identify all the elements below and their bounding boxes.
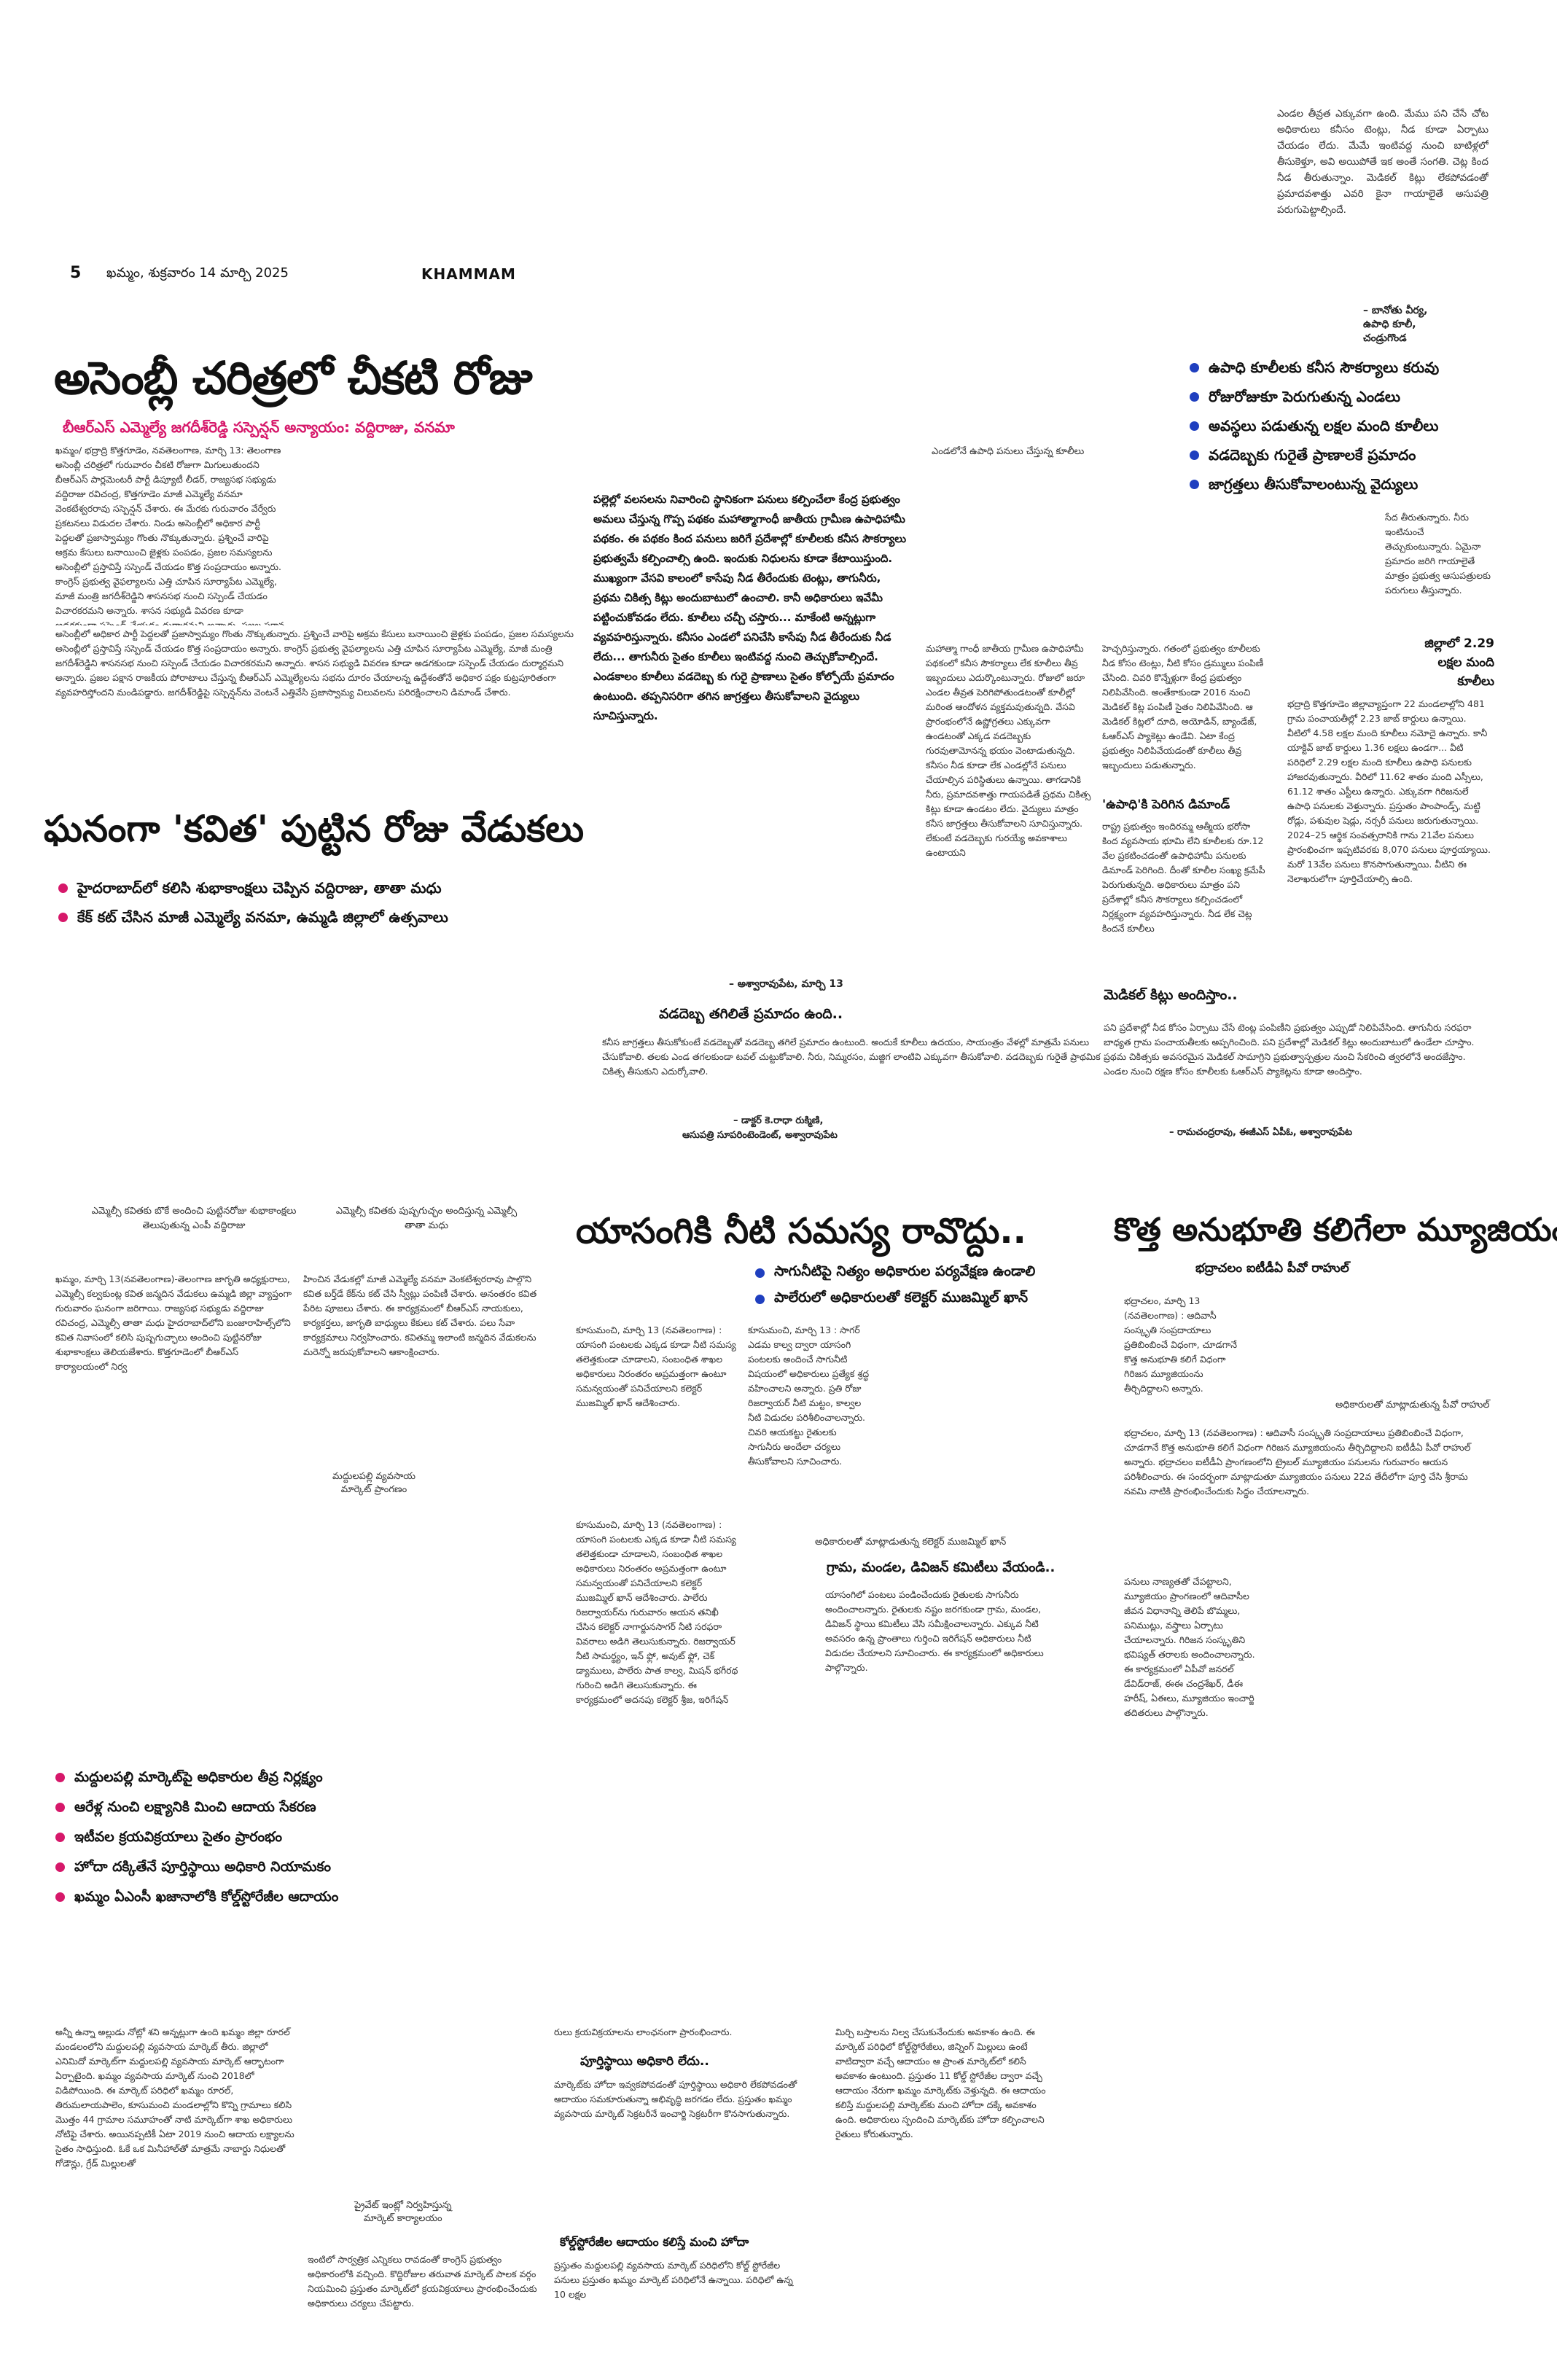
bullet-dot-icon <box>55 1833 65 1842</box>
yasangi-photo-caption: అధికారులతో మాట్లాడుతున్న కలెక్టర్ ముజమ్మ… <box>815 1537 1007 1548</box>
market-col3: మిర్చి బస్తాలను నిల్వ చేసుకునేందుకు అవకా… <box>835 2026 1046 2139</box>
upadhi-highlight: వడదెబ్బకు గురైతే ప్రాణాలకే ప్రమాదం <box>1190 440 1439 469</box>
lead-body-continuation: అసెంబ్లీలో అధికార పార్టీ పెద్దలతో ప్రజాస… <box>55 628 574 698</box>
museum-subhead: భద్రాచలం ఐటీడీఏ పీవో రాహుల్ <box>1195 1261 1349 1276</box>
yasangi-highlights: సాగునీటిపై నిత్యం అధికారుల పర్యవేక్షణ ఉం… <box>755 1258 1035 1311</box>
upadhi-right-small: సేద తీరుతున్నారు. నీరు ఇంటినుంచే తెచ్చుక… <box>1385 512 1491 596</box>
market-highlight: ఖమ్మం ఏఎంసీ ఖజానాలోకి కోల్డ్‌స్టోరేజీల ఆ… <box>55 1882 338 1912</box>
vadadebba-sig-name: – డాక్టర్ కె.రాధా రుక్మిణి, <box>733 1115 824 1126</box>
kavitha-body-col1: ఖమ్మం, మార్చి 13(నవతెలంగాణ)-తెలంగాణ జాగృ… <box>55 1273 292 1372</box>
bullet-dot-icon <box>755 1268 765 1278</box>
upadhi-highlight: అవస్థలు పడుతున్న లక్షల మంది కూలీలు <box>1190 411 1439 440</box>
kavitha-headline: ఘనంగా 'కవిత' పుట్టిన రోజు వేడుకలు <box>44 808 585 850</box>
museum-photo-caption: అధికారులతో మాట్లాడుతున్న పీవో రాహుల్ <box>1335 1400 1490 1411</box>
museum-body-col1: భద్రాచలం, మార్చి 13 (నవతెలంగాణ) : ఆదివాస… <box>1124 1295 1237 1394</box>
kavitha-highlight: కేక్ కట్ చేసిన మాజీ ఎమ్మెల్యే వనమా, ఉమ్మ… <box>58 902 448 932</box>
upadhi-right-col: భద్రాద్రి కొత్తగూడెం జిల్లావ్యాప్తంగా 22… <box>1287 698 1491 884</box>
medikal-signature: – రామచంద్రరావు, ఈజీఎస్ ఏపీఓ, అశ్వారావుపే… <box>1169 1127 1353 1138</box>
bullet-dot-icon <box>1190 363 1199 372</box>
upadhi-intro: పల్లెల్లో వలసలను నివారించి స్థానికంగా పన… <box>593 493 907 722</box>
bullet-dot-icon <box>1190 392 1199 402</box>
edition-name: KHAMMAM <box>421 265 516 283</box>
vadadebba-body: కనీస జాగ్రత్తలు తీసుకోకుంటే వడదెబ్బతో వడ… <box>602 1037 1101 1077</box>
yasangi-col1: కూసుమంచి, మార్చి 13 (నవతెలంగాణ) : యాసంగి… <box>576 1324 736 1408</box>
market-col1b: ఇంటిలో సార్వత్రిక ఎన్నికలు రావడంతో కాంగ్… <box>308 2254 537 2309</box>
lead-headline: అసెంబ్లీ చరిత్రలో చీకటి రోజు <box>54 351 533 405</box>
museum-body: భద్రాచలం, మార్చి 13 (నవతెలంగాణ) : ఆదివాస… <box>1124 1427 1471 1497</box>
yasangi-body-intro: కూసుమంచి, మార్చి 13 : సాగర్ ఎడమ కాల్వ ద్… <box>748 1324 870 1467</box>
market-highlight: ఇటీవల క్రయవిక్రయాలు సైతం ప్రారంభం <box>55 1822 338 1852</box>
upadhi-highlight: రోజురోజుకూ పెరుగుతున్న ఎండలు <box>1190 382 1439 411</box>
market-col2-pre: రులు క్రయవిక్రయాలను లాంఛనంగా ప్రారంభించా… <box>554 2026 733 2037</box>
bullet-dot-icon <box>55 1892 65 1902</box>
bullet-dot-icon <box>55 1862 65 1872</box>
yasangi-highlight: పాలేరులో అధికారులతో కలెక్టర్ ముజమ్మిల్ ఖ… <box>755 1284 1035 1311</box>
lead-subheadline: బీఆర్ఎస్ ఎమ్మెల్యే జగదీశ్‌రెడ్డి సస్పెన్… <box>63 418 455 436</box>
market-col2: మార్కెట్‌కు హోదా ఇవ్వకపోవడంతో పూర్తిస్థా… <box>554 2079 797 2119</box>
kavitha-photo-caption-left: ఎమ్మెల్సీ కవితకు బొకే అందించి పుట్టినరోజ… <box>91 1206 297 1231</box>
bullet-dot-icon <box>1190 450 1199 460</box>
market-highlight: ఆరేళ్ల నుంచి లక్ష్యానికి మించి ఆదాయ సేకర… <box>55 1792 338 1822</box>
yasangi-highlight: సాగునీటిపై నిత్యం అధికారుల పర్యవేక్షణ ఉం… <box>755 1258 1035 1284</box>
vadadebba-sig-title: ఆసుపత్రి సూపరింటెండెంట్, అశ్వారావుపేట <box>682 1130 838 1141</box>
bullet-dot-icon <box>55 1773 65 1782</box>
yasangi-body: కూసుమంచి, మార్చి 13 (నవతెలంగాణ) : యాసంగి… <box>576 1519 738 1705</box>
upadhi-photo-caption: ఎండలోనే ఉపాధి పనులు చేస్తున్న కూలీలు <box>932 446 1085 457</box>
page-number: 5 <box>70 264 82 282</box>
market-highlight: మద్దులపల్లి మార్కెట్‌పై అధికారుల తీవ్ర న… <box>55 1763 338 1792</box>
yasangi-body3: యాసంగిలో పంటలు పండించేందుకు రైతులకు సాగు… <box>825 1589 1044 1673</box>
kavitha-highlight: హైదరాబాద్‌లో కలిసి శుభాకాంక్షలు చెప్పిన … <box>58 873 448 902</box>
market-subhead-officer: పూర్తిస్థాయి అధికారి లేదు.. <box>580 2054 709 2069</box>
upadhi-col2b: రాష్ట్ర ప్రభుత్వం ఇందిరమ్మ ఆత్మీయ భరోసా … <box>1102 821 1265 934</box>
bullet-dot-icon <box>55 1803 65 1812</box>
upadhi-col2: హెచ్చరిస్తున్నారు. గతంలో ప్రభుత్వం కూలీల… <box>1102 643 1264 770</box>
bullet-dot-icon <box>58 913 68 922</box>
bullet-dot-icon <box>755 1295 765 1304</box>
market-col2b: ప్రస్తుతం మద్దులపల్లి వ్యవసాయ మార్కెట్ ప… <box>554 2260 793 2300</box>
market-subhead-cold-storage: కోల్డ్‌స్టోరేజీల ఆదాయం కలిస్తే మంచి హోదా <box>560 2235 749 2249</box>
bullet-dot-icon <box>1190 421 1199 431</box>
upadhi-dateline: – అశ్వారావుపేట, మార్చి 13 <box>729 978 843 990</box>
yasangi-headline: యాసంగికి నీటి సమస్య రావొద్దు.. <box>576 1211 1026 1252</box>
kavitha-body-col2: హించిన వేడుకల్లో మాజీ ఎమ్మెల్యే వనమా వెం… <box>303 1273 537 1357</box>
lead-body-col1: ఖమ్మం/ భద్రాద్రి కొత్తగూడెం, నవతెలంగాణ, … <box>55 445 285 625</box>
kavitha-photo-caption-right: ఎమ్మెల్సీ కవితకు పుష్పగుచ్ఛం అందిస్తున్న… <box>335 1206 518 1231</box>
bullet-dot-icon <box>1190 480 1199 489</box>
museum-body-col2: పనులు నాణ్యతతో చేపట్టాలని, మ్యూజియం ప్రా… <box>1124 1576 1255 1718</box>
yasangi-subhead: గ్రామ, మండల, డివిజన్ కమిటీలు వేయండి.. <box>827 1560 1055 1575</box>
upadhi-col1: మహాత్మా గాంధీ జాతీయ గ్రామీణ ఉపాధిహామీ పథ… <box>926 643 1091 858</box>
page-date: ఖమ్మం, శుక్రవారం 14 మార్చి 2025 <box>106 265 289 281</box>
upadhi-subhead-demand: 'ఉపాధి'కి పెరిగిన డిమాండ్ <box>1102 797 1230 812</box>
kavitha-highlights: హైదరాబాద్‌లో కలిసి శుభాకాంక్షలు చెప్పిన … <box>58 873 448 932</box>
bullet-dot-icon <box>58 883 68 893</box>
market-col1: అన్నీ ఉన్నా అల్లుడు నోట్లో శని అన్నట్లుగ… <box>55 2026 294 2169</box>
farmer-quote: ఎండల తీవ్రత ఎక్కువగా ఉంది. మేము పని చేసే… <box>1277 108 1488 216</box>
medikal-subhead: మెడికల్ కిట్లు అందిస్తాం.. <box>1104 987 1238 1003</box>
medikal-body: పని ప్రదేశాల్లో నీడ కోసం ఏర్పాటు చేసే టె… <box>1104 1022 1475 1077</box>
upadhi-highlight: ఉపాధి కూలీలకు కనీస సౌకర్యాలు కరువు <box>1190 353 1439 382</box>
upadhi-highlights: ఉపాధి కూలీలకు కనీస సౌకర్యాలు కరువు రోజుర… <box>1190 353 1439 499</box>
market-highlights: మద్దులపల్లి మార్కెట్‌పై అధికారుల తీవ్ర న… <box>55 1763 338 1912</box>
museum-headline: కొత్త అనుభూతి కలిగేలా మ్యూజియం <box>1114 1212 1557 1249</box>
market-highlight: హోదా దక్కితేనే పూర్తిస్థాయి అధికారి నియా… <box>55 1852 338 1882</box>
upadhi-stat: జిల్లాలో 2.29 లక్షల మంది కూలీలు <box>1424 636 1494 689</box>
quote-signature: – బానోతు వీర్య,ఉపాధి కూలీ,చండ్రుగొండ <box>1363 305 1428 344</box>
vadadebba-subhead: వడదెబ్బ తగిలితే ప్రమాదం ఉంది.. <box>659 1006 843 1022</box>
upadhi-highlight: జాగ్రత్తలు తీసుకోవాలంటున్న వైద్యులు <box>1190 469 1439 499</box>
